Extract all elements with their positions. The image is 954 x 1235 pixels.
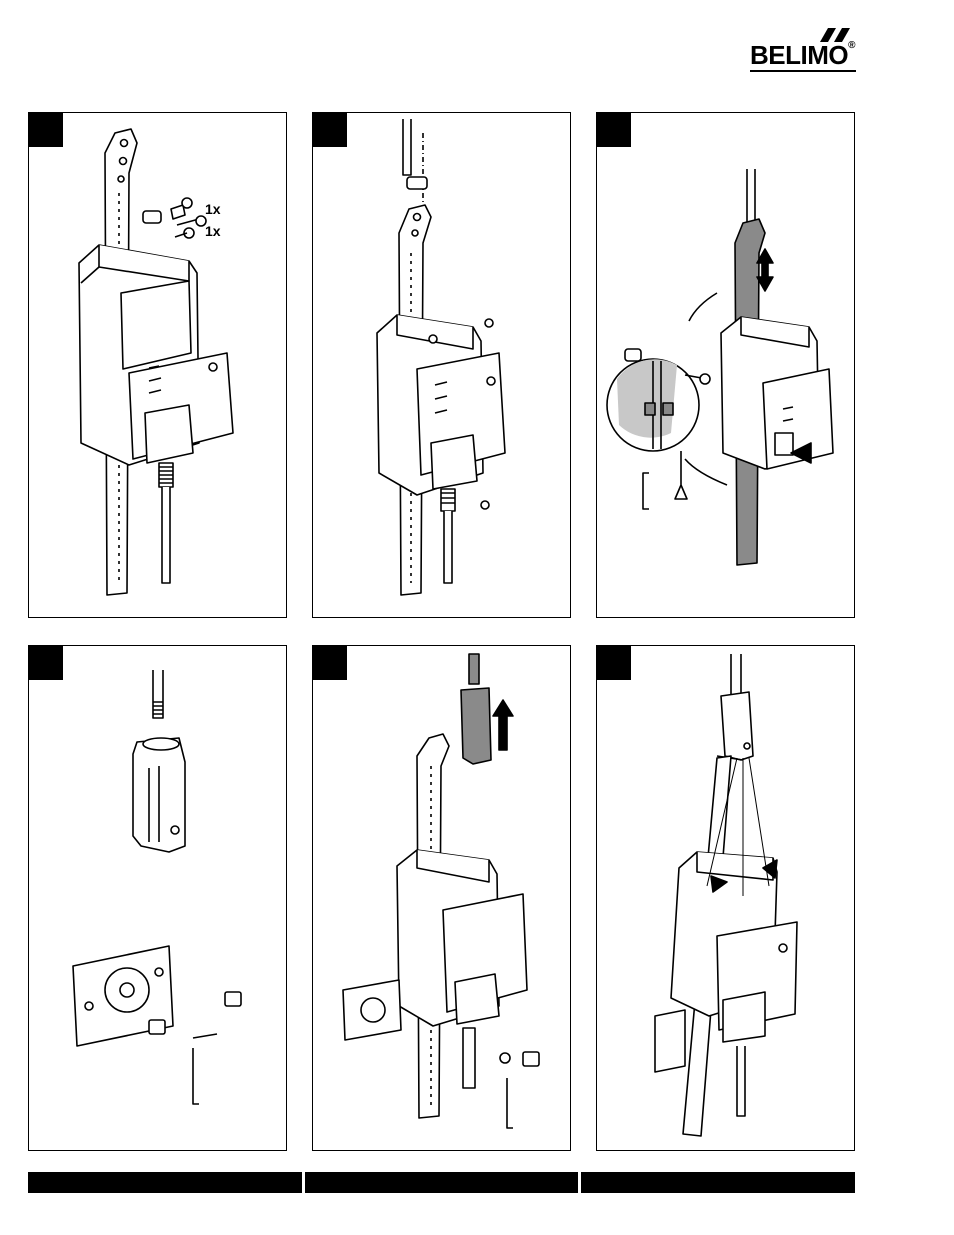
rack-adjustment-illustration [597, 113, 856, 619]
panel-step-1: 1x 1x [28, 112, 287, 618]
panel-step-2 [312, 112, 571, 618]
footer-bar-left [28, 1172, 302, 1193]
panel-step-6 [596, 645, 855, 1151]
panel-step-5 [312, 645, 571, 1151]
footer-bar-middle [305, 1172, 578, 1193]
clamp-and-bracket-illustration [29, 646, 288, 1152]
brand-name: BELIMO® [750, 40, 855, 71]
actuator-assembly-illustration: 1x 1x [29, 113, 288, 619]
quantity-label: 1x [205, 223, 221, 239]
quantity-label: 1x [205, 201, 221, 217]
logo-underline [750, 70, 856, 72]
panel-step-4 [28, 645, 287, 1151]
actuator-mounting-illustration [313, 113, 572, 619]
panel-step-3 [596, 112, 855, 618]
footer-bar-right [581, 1172, 855, 1193]
belimo-logo: BELIMO® [748, 28, 858, 72]
clamp-installation-illustration [313, 646, 572, 1152]
final-alignment-illustration [597, 646, 856, 1152]
